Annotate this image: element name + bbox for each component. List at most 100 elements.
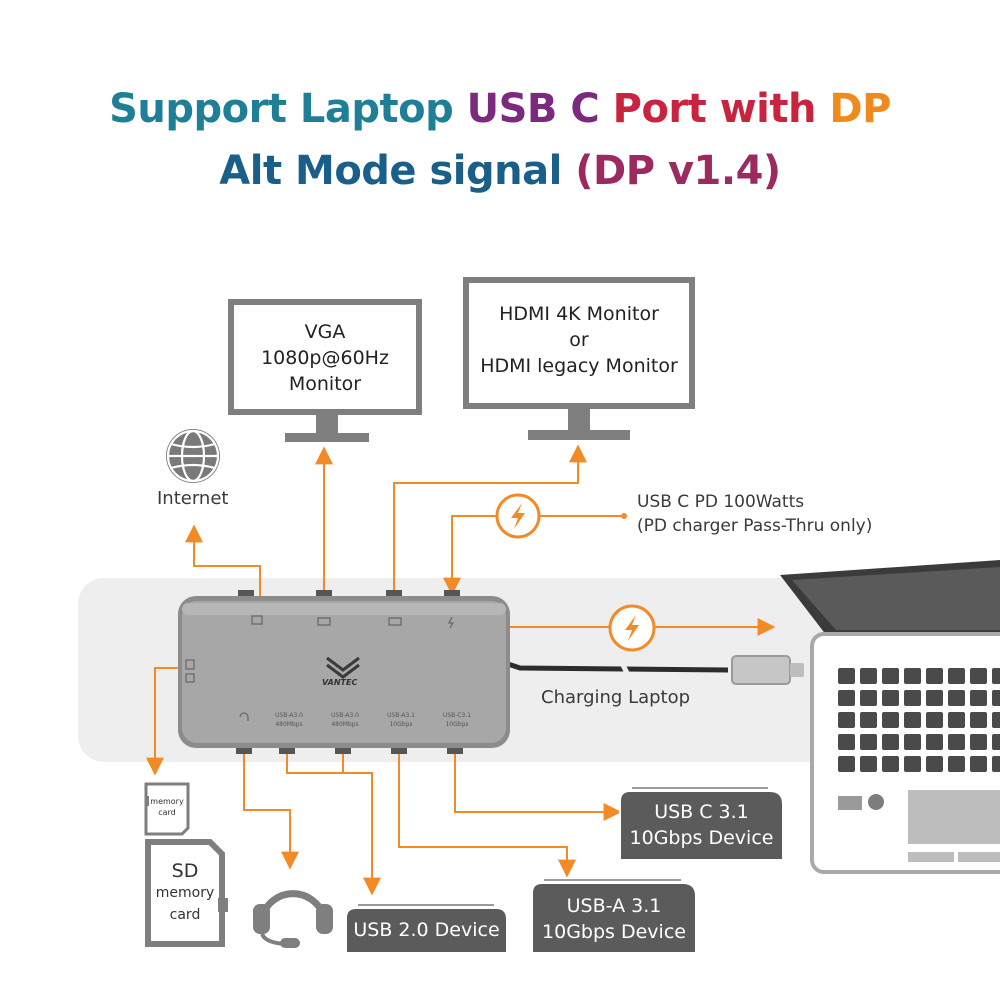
hub-port-label: USB-A3.0 480Mbps <box>331 712 359 728</box>
usba-line-1: USB-A 3.1 <box>566 895 662 917</box>
internet-label: Internet <box>157 488 229 509</box>
line-usb2 <box>315 772 381 896</box>
usbc-device-label: USB C 3.1 10Gbps Device <box>620 799 783 851</box>
keyboard-key <box>948 756 965 772</box>
vga-line: VGA <box>304 321 346 343</box>
keyboard-key <box>926 756 943 772</box>
keyboard-key <box>904 668 921 684</box>
power-line-1: USB C PD 100Watts <box>637 492 805 512</box>
usbc-line-2: 10Gbps Device <box>629 827 774 849</box>
headset-icon <box>253 890 333 948</box>
usba-device-label: USB-A 3.1 10Gbps Device <box>532 893 696 945</box>
sd-card-line: SD <box>171 860 199 882</box>
keyboard-key <box>838 668 855 684</box>
keyboard-key <box>926 734 943 750</box>
sd-card-line: card <box>169 907 201 923</box>
memory-card-label: memory card <box>146 796 188 818</box>
keyboard-key <box>860 712 877 728</box>
keyboard-key <box>992 756 1000 772</box>
hub-port-label: USB-A3.0 480Mbps <box>275 712 303 728</box>
hub-port-label: USB-A3.1 10Gbps <box>387 712 415 728</box>
keyboard-key <box>904 756 921 772</box>
title-part: Support Laptop <box>109 86 467 132</box>
tag-usba <box>531 879 697 954</box>
lightning-icon <box>495 493 541 539</box>
usba-line-2: 10Gbps Device <box>542 921 686 943</box>
keyboard-key <box>838 734 855 750</box>
keyboard-key <box>948 734 965 750</box>
connector-lines <box>146 444 776 896</box>
lightning-icon <box>608 604 656 652</box>
hdmi-monitor-label: HDMI 4K Monitor or HDMI legacy Monitor <box>470 301 688 379</box>
keyboard-key <box>860 668 877 684</box>
title-part: USB C <box>466 86 613 132</box>
keyboard-key <box>838 712 855 728</box>
power-label: USB C PD 100Watts (PD charger Pass-Thru … <box>637 490 872 538</box>
sd-card-label: SD memory card <box>150 860 220 926</box>
vga-line: Monitor <box>288 373 362 395</box>
hdmi-line: HDMI legacy Monitor <box>480 355 678 377</box>
line-power <box>443 515 624 596</box>
tag-usb2 <box>345 904 508 954</box>
keyboard-key <box>882 712 899 728</box>
keyboard-key <box>992 668 1000 684</box>
vga-monitor-label: VGA 1080p@60Hz Monitor <box>235 319 415 397</box>
line-usbc <box>454 745 622 821</box>
keyboard-key <box>926 690 943 706</box>
keyboard-key <box>970 756 987 772</box>
keyboard-key <box>904 712 921 728</box>
keyboard-key <box>904 690 921 706</box>
keyboard-key <box>948 668 965 684</box>
hub-brand: VANTEC <box>322 678 358 687</box>
memory-card-icon <box>144 782 190 836</box>
keyboard-key <box>904 734 921 750</box>
keyboard-key <box>860 734 877 750</box>
keyboard-key <box>948 690 965 706</box>
memory-card-line: card <box>158 808 176 817</box>
keyboard-key <box>882 734 899 750</box>
keyboard-key <box>970 712 987 728</box>
hub-port-label: USB-C3.1 10Gbps <box>442 712 472 728</box>
globe-icon <box>166 429 220 483</box>
line-internet <box>185 524 261 598</box>
charging-laptop-label: Charging Laptop <box>541 687 691 708</box>
keyboard-key <box>992 712 1000 728</box>
keyboard-key <box>948 712 965 728</box>
keyboard-key <box>992 734 1000 750</box>
keyboard-key <box>970 668 987 684</box>
laptop-trackpad-area <box>838 790 1000 862</box>
vga-monitor <box>228 299 422 442</box>
keyboard-key <box>882 690 899 706</box>
line-sd <box>146 667 180 776</box>
keyboard-key <box>926 712 943 728</box>
hub-body <box>178 590 510 754</box>
sd-card-line: memory <box>155 885 215 901</box>
keyboard-key <box>926 668 943 684</box>
keyboard-key <box>970 734 987 750</box>
cable-break <box>615 653 635 685</box>
usbc-line-1: USB C 3.1 <box>654 801 749 823</box>
line-hdmi <box>393 444 587 598</box>
title-line-1: Support Laptop USB C Port with DP <box>0 86 1000 132</box>
keyboard-key <box>838 756 855 772</box>
vga-line: 1080p@60Hz <box>261 347 389 369</box>
usb-c-cable <box>507 655 804 685</box>
keyboard-key <box>838 690 855 706</box>
title-part: Alt Mode signal <box>219 148 576 194</box>
keyboard-key <box>882 756 899 772</box>
hdmi-line: HDMI 4K Monitor <box>499 303 659 325</box>
laptop-keyboard <box>838 668 1000 772</box>
keyboard-key <box>860 756 877 772</box>
keyboard-key <box>860 690 877 706</box>
line-usba <box>398 745 576 878</box>
title-part: (DP v1.4) <box>575 148 781 194</box>
keyboard-key <box>992 690 1000 706</box>
keyboard-key <box>970 690 987 706</box>
keyboard-key <box>882 668 899 684</box>
title-part: DP <box>829 86 891 132</box>
power-line-2: (PD charger Pass-Thru only) <box>637 516 873 536</box>
line-headset <box>243 745 299 870</box>
title-part: Port with <box>612 86 830 132</box>
hdmi-line: or <box>569 329 589 351</box>
